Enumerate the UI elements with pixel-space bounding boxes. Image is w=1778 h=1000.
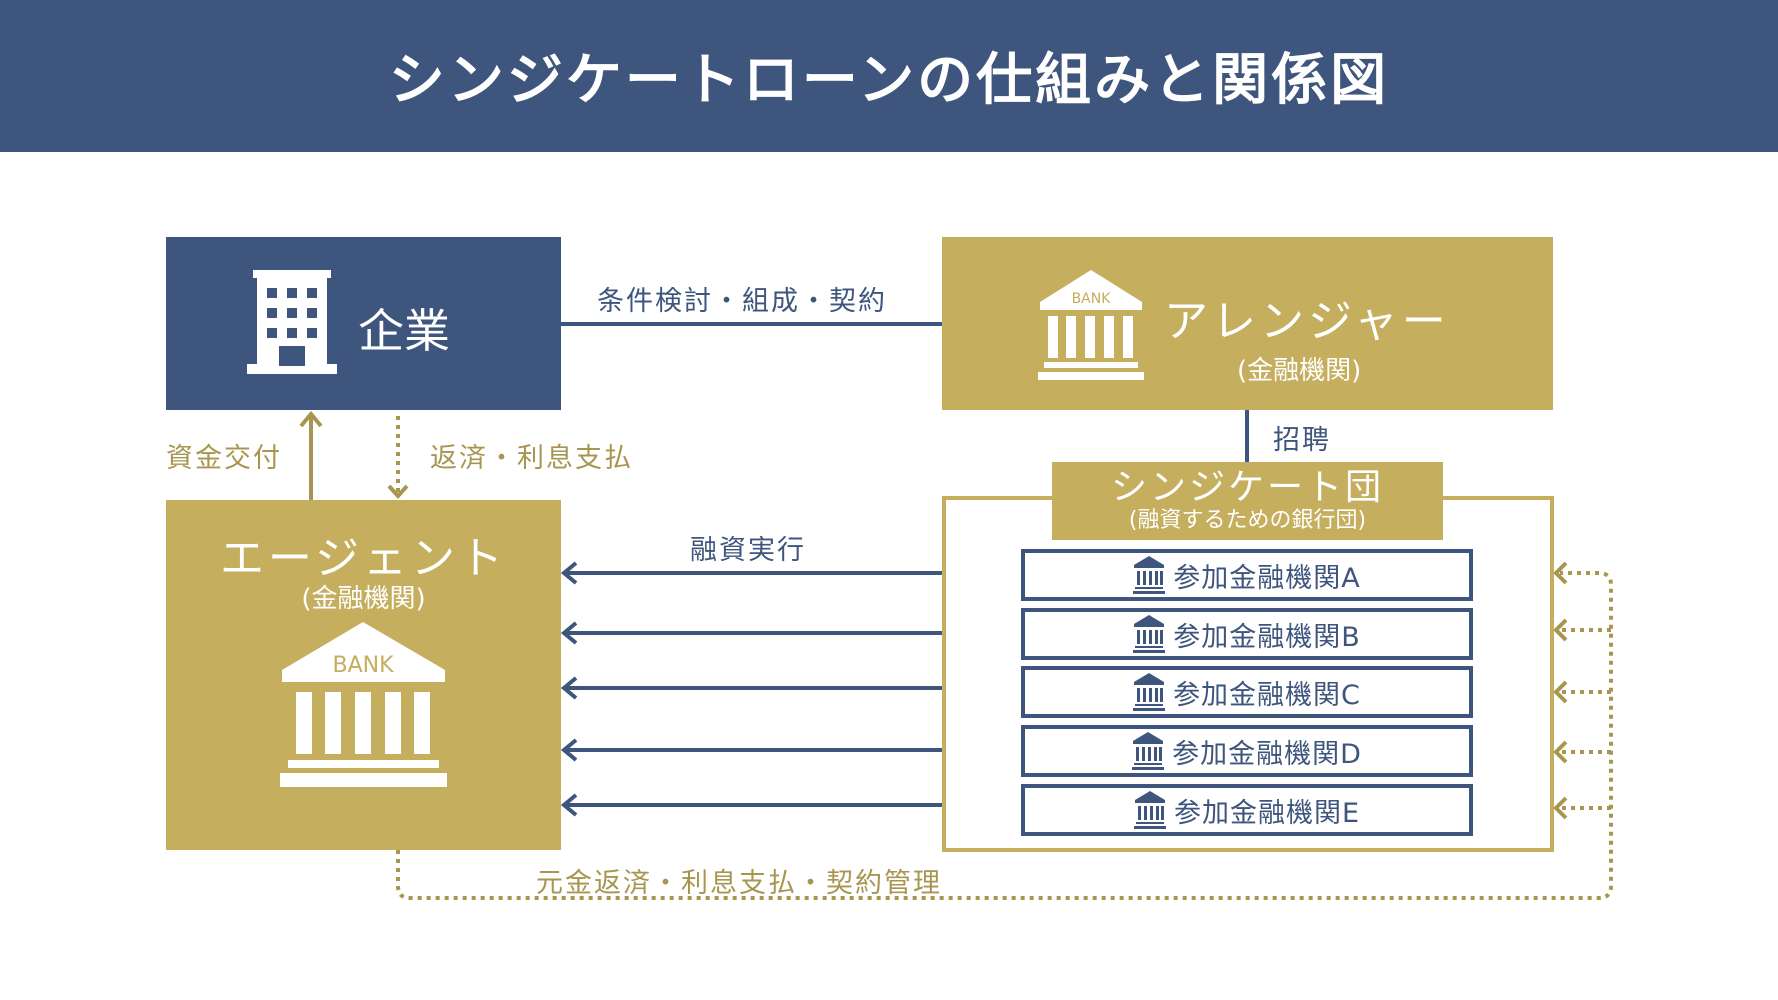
- page-header: シンジケートローンの仕組みと関係図: [0, 0, 1778, 152]
- member-label: 参加金融機関A: [1173, 562, 1361, 594]
- member-label: 参加金融機関C: [1173, 679, 1361, 711]
- agent-box[interactable]: エージェント (金融機関) BANK: [166, 500, 561, 850]
- loan-execution-label: 融資実行: [690, 535, 806, 566]
- syndicate-sublabel: (融資するための銀行団): [1128, 508, 1367, 533]
- bank-icon: [1133, 556, 1166, 594]
- member-bank-d[interactable]: 参加金融機関D: [1021, 725, 1473, 777]
- invitation-label: 招聘: [1273, 425, 1331, 456]
- agent-sublabel: (金融機関): [301, 584, 426, 614]
- syndicate-label: シンジケート団: [1110, 467, 1384, 508]
- funding-label: 資金交付: [166, 443, 282, 474]
- svg-text:BANK: BANK: [1072, 291, 1112, 307]
- repayment-dotted-path: [396, 571, 1613, 900]
- member-bank-b[interactable]: 参加金融機関B: [1021, 608, 1473, 660]
- member-bank-a[interactable]: 参加金融機関A: [1021, 549, 1473, 601]
- bank-icon: [1133, 673, 1166, 711]
- agent-label: エージェント: [219, 533, 508, 584]
- member-label: 参加金融機関D: [1172, 738, 1362, 770]
- member-label: 参加金融機関E: [1173, 797, 1361, 829]
- syndicate-header[interactable]: シンジケート団 (融資するための銀行団): [1052, 462, 1443, 540]
- repayment-arrows: [1553, 561, 1611, 820]
- member-bank-c[interactable]: 参加金融機関C: [1021, 666, 1473, 718]
- member-bank-e[interactable]: 参加金融機関E: [1021, 784, 1473, 836]
- company-arranger-label: 条件検討・組成・契約: [597, 286, 887, 317]
- company-label: 企業: [358, 304, 450, 358]
- repayment-label: 返済・利息支払: [430, 443, 633, 474]
- bank-icon: [1133, 615, 1166, 653]
- building-icon: [247, 270, 337, 374]
- loan-arrows: [560, 561, 942, 817]
- bank-icon: BANK: [280, 622, 447, 787]
- down-arrow-icon: [387, 416, 409, 499]
- arranger-sublabel: (金融機関): [1237, 356, 1362, 386]
- member-label: 参加金融機関B: [1173, 621, 1361, 653]
- bank-icon: [1133, 791, 1166, 829]
- bank-icon: [1132, 732, 1165, 770]
- bank-icon: BANK: [1038, 270, 1144, 380]
- company-box[interactable]: 企業: [166, 237, 561, 410]
- page-title: シンジケートローンの仕組みと関係図: [388, 47, 1390, 113]
- arranger-box[interactable]: BANK アレンジャー (金融機関): [942, 237, 1553, 410]
- up-arrow-icon: [299, 410, 323, 500]
- principal-repayment-label: 元金返済・利息支払・契約管理: [536, 868, 942, 899]
- svg-text:BANK: BANK: [332, 653, 394, 678]
- arranger-label: アレンジャー: [1164, 296, 1450, 347]
